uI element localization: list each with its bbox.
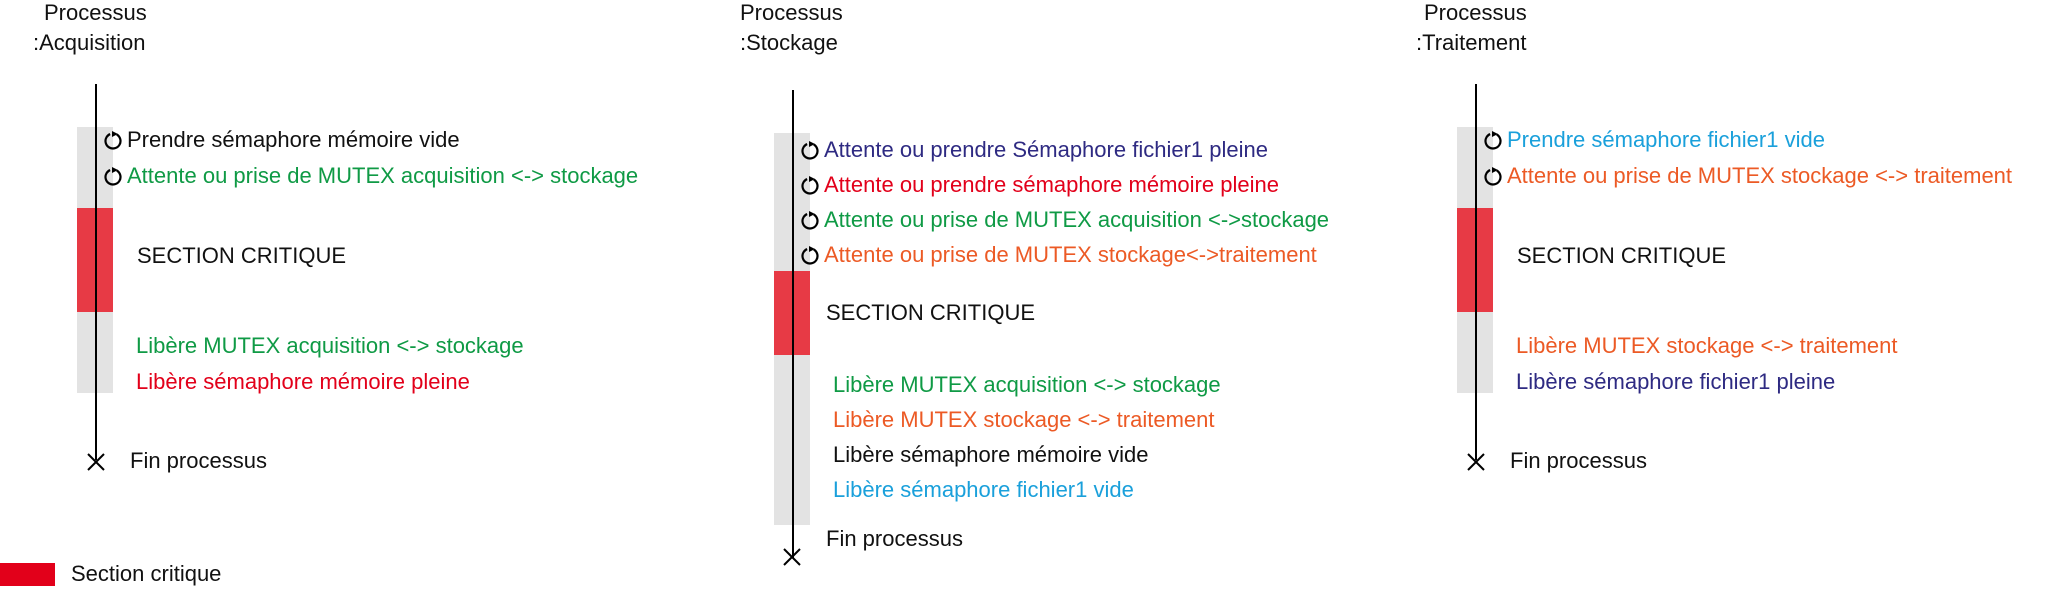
critical-section-label: SECTION CRITIQUE — [137, 243, 347, 268]
step-take-semaphore-file1-empty: Prendre sémaphore fichier1 vide — [1483, 127, 1825, 153]
step-semaphore-file1-full: Attente ou prendre Sémaphore fichier1 pl… — [800, 137, 1268, 163]
process-title-line1: Processus — [1424, 0, 1527, 25]
end-cross-icon — [1467, 453, 1485, 471]
critical-section-label: SECTION CRITIQUE — [826, 300, 1036, 325]
release-mutex-acquisition-stockage: Libère MUTEX acquisition <-> stockage — [833, 372, 1221, 397]
cycle-icon — [801, 176, 819, 195]
step-mutex-acquisition-stockage: Attente ou prise de MUTEX acquisition <-… — [800, 207, 1329, 233]
cycle-icon — [104, 167, 122, 186]
timeline-line — [792, 90, 794, 558]
end-cross-icon — [783, 548, 801, 566]
process-title-line2: :Acquisition — [33, 30, 146, 55]
cycle-icon — [801, 211, 819, 230]
end-label: Fin processus — [1510, 448, 1647, 473]
end-label: Fin processus — [826, 526, 963, 551]
release-mutex-acquisition-stockage: Libère MUTEX acquisition <-> stockage — [136, 333, 524, 358]
timeline-line — [95, 84, 97, 460]
timeline-line — [1475, 84, 1477, 460]
step-label: Attente ou prendre sémaphore mémoire ple… — [824, 172, 1279, 197]
release-semaphore-file1-full: Libère sémaphore fichier1 pleine — [1516, 369, 1836, 394]
step-label: Prendre sémaphore fichier1 vide — [1507, 127, 1825, 152]
critical-section-label: SECTION CRITIQUE — [1517, 243, 1727, 268]
step-label: Attente ou prise de MUTEX stockage <-> t… — [1507, 163, 2013, 188]
release-semaphore-memory-full: Libère sémaphore mémoire pleine — [136, 369, 470, 394]
process-title-line2: :Stockage — [740, 30, 838, 55]
legend-label: Section critique — [71, 561, 222, 586]
cycle-icon — [801, 141, 819, 160]
release-mutex-stockage-traitement: Libère MUTEX stockage <-> traitement — [1516, 333, 1898, 358]
step-mutex-stockage-traitement: Attente ou prise de MUTEX stockage<->tra… — [800, 242, 1317, 268]
step-mutex-acquisition-stockage: Attente ou prise de MUTEX acquisition <-… — [103, 163, 638, 189]
step-label: Attente ou prise de MUTEX stockage<->tra… — [824, 242, 1317, 267]
step-label: Attente ou prendre Sémaphore fichier1 pl… — [824, 137, 1268, 162]
cycle-icon — [1484, 131, 1502, 150]
process-title-line1: Processus — [44, 0, 147, 25]
release-semaphore-file1-empty: Libère sémaphore fichier1 vide — [833, 477, 1134, 502]
release-mutex-stockage-traitement: Libère MUTEX stockage <-> traitement — [833, 407, 1215, 432]
process-title-line1: Processus — [740, 0, 843, 25]
step-mutex-stockage-traitement: Attente ou prise de MUTEX stockage <-> t… — [1483, 163, 2012, 189]
release-semaphore-memory-empty: Libère sémaphore mémoire vide — [833, 442, 1149, 467]
legend-swatch — [0, 563, 55, 586]
step-label: Attente ou prise de MUTEX acquisition <-… — [824, 207, 1330, 232]
process-title-line2: :Traitement — [1416, 30, 1527, 55]
step-semaphore-memory-full: Attente ou prendre sémaphore mémoire ple… — [800, 172, 1279, 198]
cycle-icon — [801, 246, 819, 265]
step-label: Attente ou prise de MUTEX acquisition <-… — [127, 163, 639, 188]
end-cross-icon — [87, 453, 105, 471]
step-label: Prendre sémaphore mémoire vide — [127, 127, 460, 152]
end-label: Fin processus — [130, 448, 267, 473]
cycle-icon — [104, 131, 122, 150]
cycle-icon — [1484, 167, 1502, 186]
step-take-semaphore-memory-empty: Prendre sémaphore mémoire vide — [103, 127, 460, 153]
